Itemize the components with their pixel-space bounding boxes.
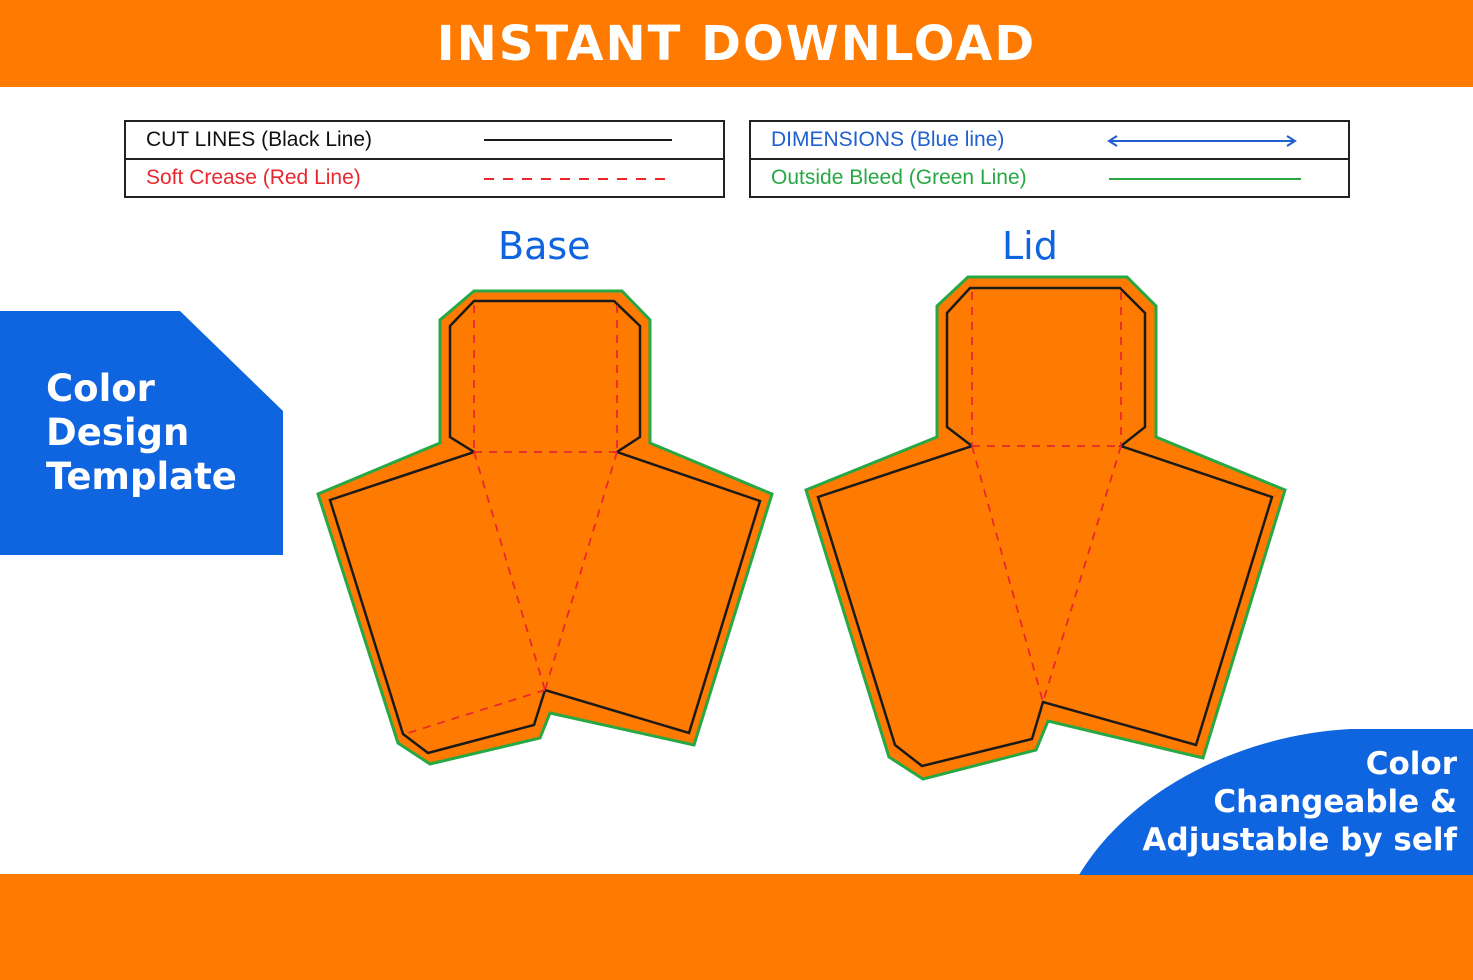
legend-cut-lines-label: CUT LINES (Black Line) — [146, 128, 373, 151]
legend-row-soft-crease: Soft Crease (Red Line) — [126, 158, 723, 196]
legend-dimensions-bleed: DIMENSIONS (Blue line) Outside Bleed (Gr… — [749, 120, 1350, 198]
banner-text: INSTANT DOWNLOAD — [436, 15, 1037, 72]
base-crease-lines — [407, 305, 618, 734]
legend-cut-crease: CUT LINES (Black Line) Soft Crease (Red … — [124, 120, 725, 198]
right-badge-line3: Adjustable by self — [1142, 822, 1457, 858]
color-changeable-text: Color Changeable & Adjustable by self — [1143, 745, 1457, 859]
left-badge-line2: Design — [46, 411, 190, 454]
soft-crease-sample — [484, 178, 672, 180]
base-title: Base — [498, 224, 591, 268]
base-cut-outline — [328, 299, 762, 755]
legend-outside-bleed-label: Outside Bleed (Green Line) — [771, 166, 1027, 189]
legend-dimensions-label: DIMENSIONS (Blue line) — [771, 128, 1005, 151]
cut-line-sample — [484, 139, 672, 141]
legend-row-cut-lines: CUT LINES (Black Line) — [126, 122, 723, 158]
legend-row-outside-bleed: Outside Bleed (Green Line) — [751, 158, 1348, 196]
top-banner: INSTANT DOWNLOAD — [0, 0, 1473, 87]
bottom-band — [0, 874, 1473, 980]
base-dieline — [316, 289, 774, 766]
bleed-line-sample — [1109, 178, 1301, 180]
right-badge-line1: Color — [1365, 746, 1457, 782]
lid-dieline — [804, 275, 1287, 781]
lid-crease-lines — [971, 292, 1122, 703]
lid-bleed-outline — [804, 275, 1287, 781]
left-badge-line3: Template — [46, 455, 237, 498]
lid-cut-outline — [816, 286, 1274, 768]
dimension-arrow-sample — [1107, 135, 1297, 147]
lid-title: Lid — [1002, 224, 1058, 268]
legend-row-dimensions: DIMENSIONS (Blue line) — [751, 122, 1348, 158]
color-design-template-text: Color Design Template — [46, 367, 237, 499]
base-bleed-outline — [316, 289, 774, 766]
legend-soft-crease-label: Soft Crease (Red Line) — [146, 166, 361, 189]
right-badge-line2: Changeable & — [1213, 784, 1457, 820]
left-badge-line1: Color — [46, 367, 155, 410]
